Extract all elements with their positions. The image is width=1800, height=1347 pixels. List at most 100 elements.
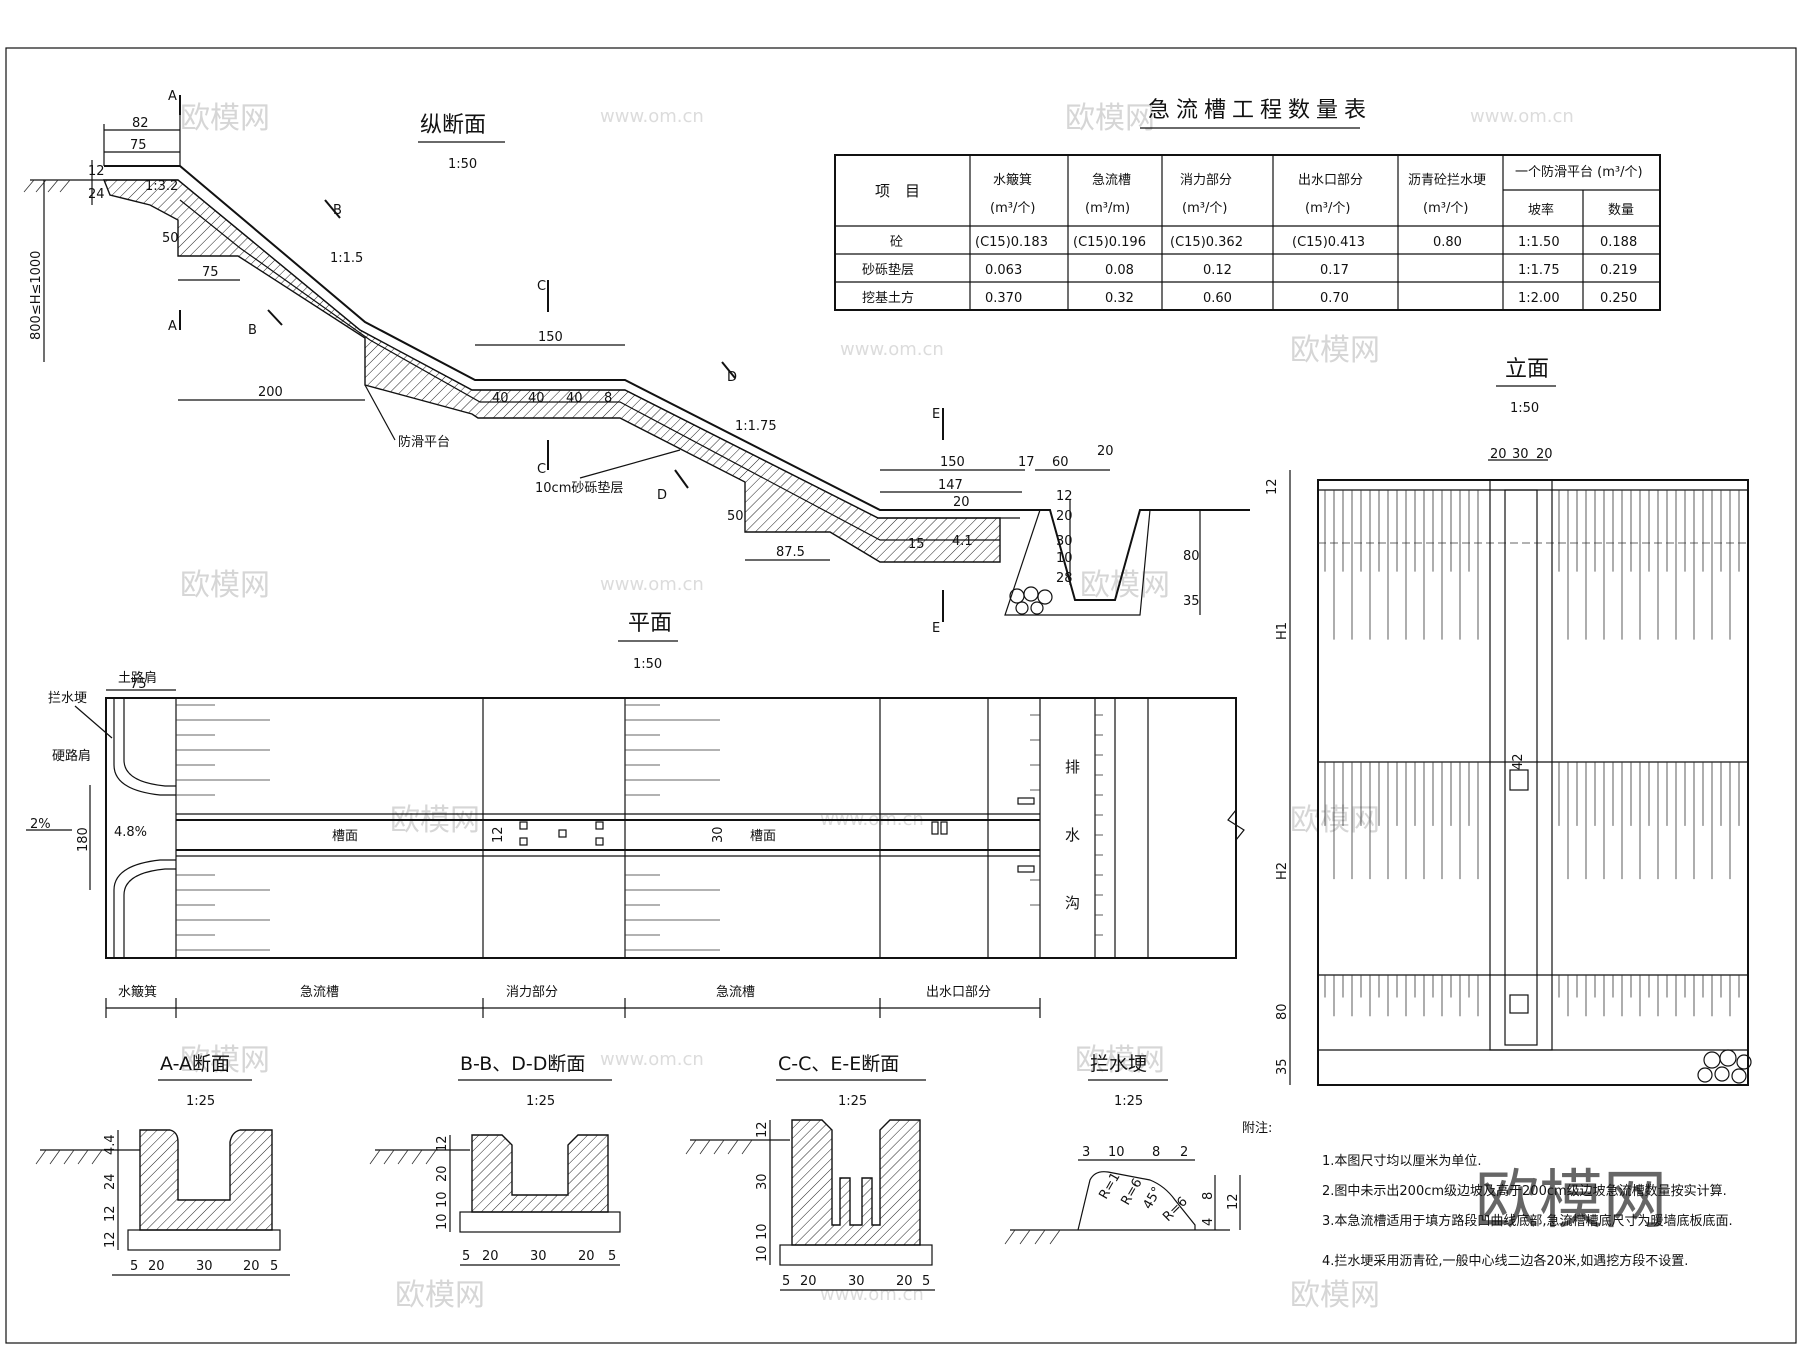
svg-text:20: 20 <box>435 1165 450 1182</box>
svg-text:24: 24 <box>103 1173 118 1190</box>
svg-text:4.4: 4.4 <box>103 1134 118 1155</box>
svg-text:40: 40 <box>528 391 545 406</box>
svg-text:20: 20 <box>1536 447 1553 462</box>
svg-text:1:2.00: 1:2.00 <box>1518 291 1560 306</box>
svg-text:10: 10 <box>1108 1145 1125 1160</box>
svg-text:欧模网: 欧模网 <box>1080 568 1170 603</box>
svg-text:欧模网: 欧模网 <box>1290 1278 1380 1313</box>
svg-text:消力部分: 消力部分 <box>1180 173 1232 188</box>
title-plan: 平面 <box>628 611 672 636</box>
svg-text:1:25: 1:25 <box>838 1094 867 1109</box>
svg-text:12: 12 <box>435 1135 450 1152</box>
svg-text:www.om.cn: www.om.cn <box>840 339 944 360</box>
svg-text:82: 82 <box>132 116 149 131</box>
svg-text:12: 12 <box>491 826 506 843</box>
svg-text:防滑平台: 防滑平台 <box>398 434 450 450</box>
svg-text:C: C <box>537 462 546 477</box>
svg-text:800≤H≤1000: 800≤H≤1000 <box>29 251 44 340</box>
svg-text:30: 30 <box>711 826 726 843</box>
svg-text:2.图中未示出200cm级边坡及高于200cm级边坡急流槽数: 2.图中未示出200cm级边坡及高于200cm级边坡急流槽数量按实计算. <box>1322 1183 1727 1199</box>
svg-text:4.8%: 4.8% <box>114 825 147 840</box>
svg-text:30: 30 <box>1056 534 1073 549</box>
svg-text:欧模网: 欧模网 <box>1290 333 1380 368</box>
svg-text:8: 8 <box>1152 1145 1160 1160</box>
svg-text:5: 5 <box>782 1274 790 1289</box>
svg-text:5: 5 <box>130 1259 138 1274</box>
svg-text:5: 5 <box>922 1274 930 1289</box>
section-bb: B-B、D-D断面 1:25 12 20 10 10 5 20 30 20 5 <box>369 1053 621 1266</box>
svg-text:80: 80 <box>1275 1003 1290 1020</box>
svg-text:40: 40 <box>492 391 509 406</box>
svg-text:60: 60 <box>1052 455 1069 470</box>
svg-text:147: 147 <box>938 478 963 493</box>
elevation-view: 立面 1:50 20 30 20 12 H1 H2 42 80 35 <box>1265 357 1752 1086</box>
svg-text:附注:: 附注: <box>1242 1121 1272 1136</box>
drawing-frame <box>5 47 1797 1344</box>
svg-text:水: 水 <box>1065 826 1080 844</box>
svg-text:沟: 沟 <box>1065 894 1080 912</box>
svg-text:1:25: 1:25 <box>526 1094 555 1109</box>
svg-text:42: 42 <box>1511 753 1526 770</box>
svg-text:项 目: 项 目 <box>875 182 920 200</box>
svg-text:3: 3 <box>1082 1145 1090 1160</box>
svg-text:数量: 数量 <box>1608 203 1634 218</box>
svg-text:(m³/个): (m³/个) <box>1423 201 1468 216</box>
svg-text:0.08: 0.08 <box>1105 263 1134 278</box>
svg-text:17: 17 <box>1018 455 1035 470</box>
svg-text:1:25: 1:25 <box>186 1094 215 1109</box>
svg-text:20: 20 <box>896 1274 913 1289</box>
svg-text:8: 8 <box>1201 1192 1216 1200</box>
svg-text:10: 10 <box>755 1223 770 1240</box>
svg-text:急流槽: 急流槽 <box>1092 173 1131 188</box>
svg-text:E: E <box>932 407 940 422</box>
svg-text:0.12: 0.12 <box>1203 263 1232 278</box>
svg-text:12: 12 <box>1226 1193 1241 1210</box>
svg-text:(C15)0.362: (C15)0.362 <box>1170 235 1243 250</box>
svg-text:20: 20 <box>243 1259 260 1274</box>
svg-text:20: 20 <box>1056 509 1073 524</box>
watermark-layer: 欧模网 www.om.cn 欧模网 www.om.cn www.om.cn 欧模… <box>180 101 1667 1313</box>
svg-text:10: 10 <box>435 1191 450 1208</box>
svg-text:1:50: 1:50 <box>633 657 662 672</box>
svg-text:50: 50 <box>727 509 744 524</box>
svg-text:欧模网: 欧模网 <box>180 101 270 136</box>
svg-text:(m³/个): (m³/个) <box>1182 201 1227 216</box>
svg-text:0.188: 0.188 <box>1600 235 1637 250</box>
svg-text:75: 75 <box>202 265 219 280</box>
svg-text:H2: H2 <box>1275 862 1290 880</box>
svg-text:5: 5 <box>462 1249 470 1264</box>
svg-text:0.80: 0.80 <box>1433 235 1462 250</box>
svg-text:20: 20 <box>578 1249 595 1264</box>
svg-text:10cm砂砾垫层: 10cm砂砾垫层 <box>535 480 623 496</box>
svg-text:欧模网: 欧模网 <box>1290 803 1380 838</box>
svg-text:2: 2 <box>1180 1145 1188 1160</box>
svg-text:0.32: 0.32 <box>1105 291 1134 306</box>
svg-text:急流槽: 急流槽 <box>716 985 755 1000</box>
svg-text:拦水埂: 拦水埂 <box>48 691 87 706</box>
svg-text:0.063: 0.063 <box>985 263 1022 278</box>
title-elevation: 立面 <box>1505 357 1549 382</box>
svg-text:28: 28 <box>1056 571 1073 586</box>
svg-text:(C15)0.413: (C15)0.413 <box>1292 235 1365 250</box>
svg-text:50: 50 <box>162 231 179 246</box>
svg-text:挖基土方: 挖基土方 <box>862 290 914 306</box>
svg-text:www.om.cn: www.om.cn <box>820 1284 924 1305</box>
svg-text:水簸箕: 水簸箕 <box>993 172 1032 188</box>
section-cc: C-C、E-E断面 1:25 12 30 10 10 5 20 30 20 5 <box>685 1053 935 1291</box>
svg-text:12: 12 <box>755 1121 770 1138</box>
svg-text:D: D <box>657 488 667 503</box>
svg-text:1:50: 1:50 <box>1510 401 1539 416</box>
svg-text:B-B、D-D断面: B-B、D-D断面 <box>460 1053 585 1075</box>
svg-text:10: 10 <box>1056 551 1073 566</box>
svg-text:4.1: 4.1 <box>952 534 973 549</box>
svg-text:1.本图尺寸均以厘米为单位.: 1.本图尺寸均以厘米为单位. <box>1322 1154 1482 1169</box>
svg-text:A-A断面: A-A断面 <box>160 1053 230 1075</box>
svg-text:出水口部分: 出水口部分 <box>926 985 991 1000</box>
svg-text:1:3.2: 1:3.2 <box>145 179 178 194</box>
svg-text:2%: 2% <box>30 817 51 832</box>
svg-text:欧模网: 欧模网 <box>180 1043 270 1078</box>
svg-text:www.om.cn: www.om.cn <box>600 574 704 595</box>
notes: 附注: 1.本图尺寸均以厘米为单位. 2.图中未示出200cm级边坡及高于200… <box>1242 1121 1733 1269</box>
svg-text:35: 35 <box>1183 594 1200 609</box>
